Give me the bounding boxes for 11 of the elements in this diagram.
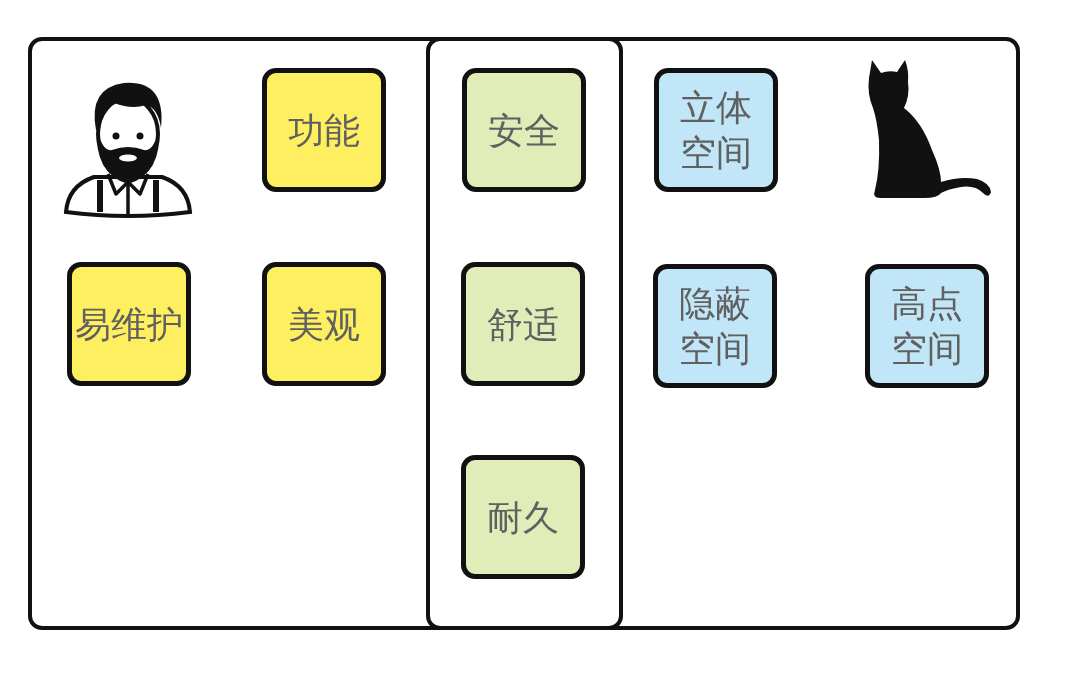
cat-silhouette (866, 58, 992, 200)
sticky-note: 美观 (262, 262, 386, 386)
sticky-note: 隐蔽空间 (653, 264, 777, 388)
sticky-note: 耐久 (461, 455, 585, 579)
sticky-note: 舒适 (461, 262, 585, 386)
sticky-note: 立体空间 (654, 68, 778, 192)
sticky-note: 高点空间 (865, 264, 989, 388)
sticky-note: 功能 (262, 68, 386, 192)
sticky-note: 安全 (462, 68, 586, 192)
board-frame (28, 37, 1020, 630)
sticky-note: 易维护 (67, 262, 191, 386)
